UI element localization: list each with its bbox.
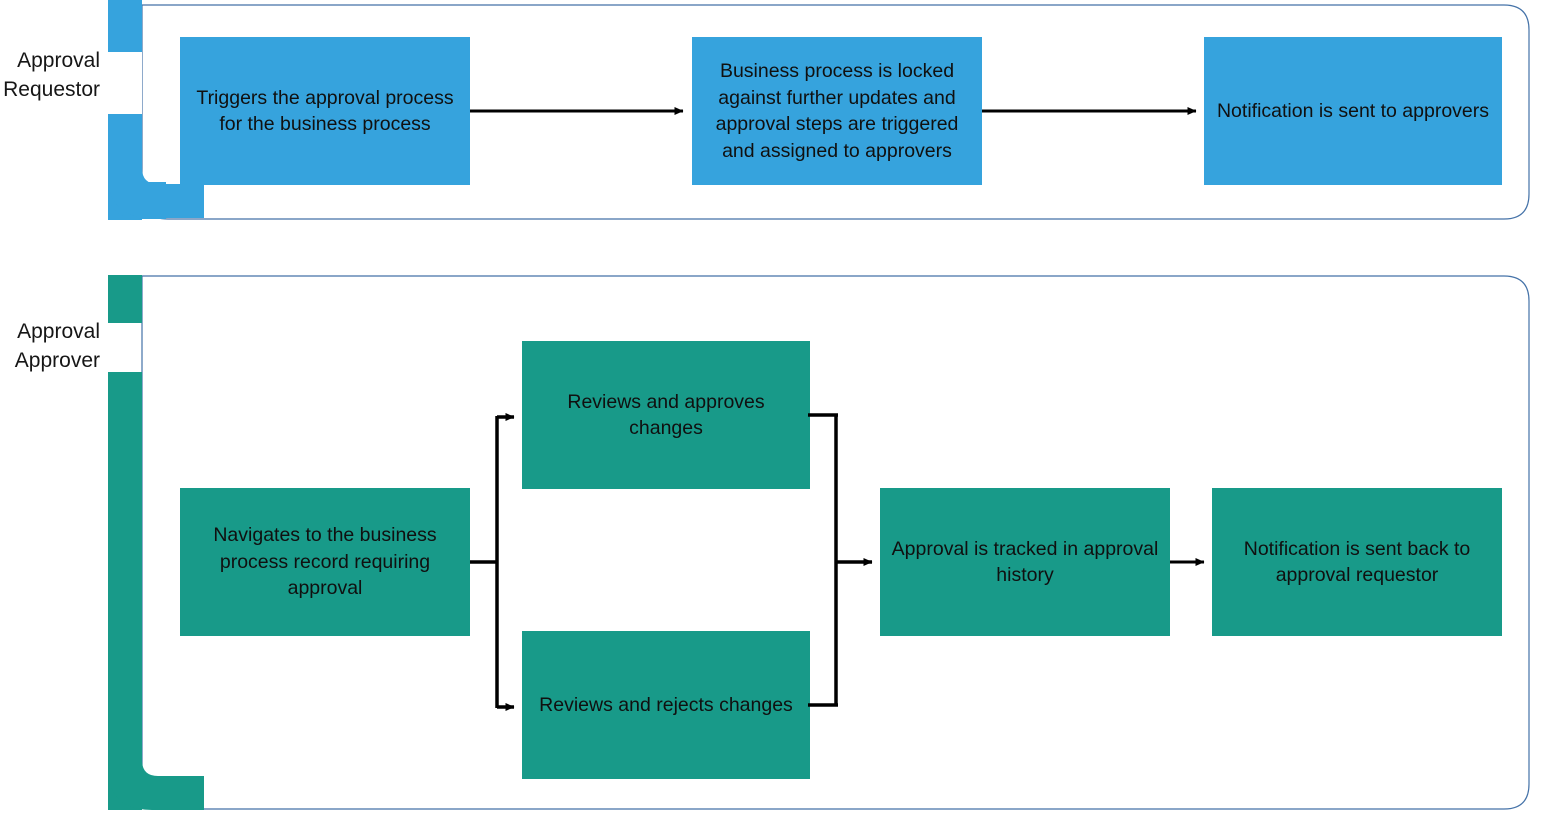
node-approval-tracked-in-history[interactable]: Approval is tracked in approval history [880, 488, 1170, 636]
node-business-process-locked[interactable]: Business process is locked against furth… [692, 37, 982, 185]
node-navigates-to-business-process-record[interactable]: Navigates to the business process record… [180, 488, 470, 636]
lane-label-approval-requestor: Approval Requestor [3, 49, 100, 101]
node-triggers-approval-process[interactable]: Triggers the approval process for the bu… [180, 37, 470, 185]
node-notification-sent-back-to-requestor[interactable]: Notification is sent back to approval re… [1212, 488, 1502, 636]
lane-accent-curve-approver [108, 275, 204, 810]
node-reviews-and-rejects-changes[interactable]: Reviews and rejects changes [522, 631, 810, 779]
lane-label-approval-approver: Approval Approver [14, 320, 100, 372]
node-reviews-and-approves-changes[interactable]: Reviews and approves changes [522, 341, 810, 489]
node-notification-sent-to-approvers[interactable]: Notification is sent to approvers [1204, 37, 1502, 185]
lane-accent-curve-requestor [108, 0, 204, 218]
